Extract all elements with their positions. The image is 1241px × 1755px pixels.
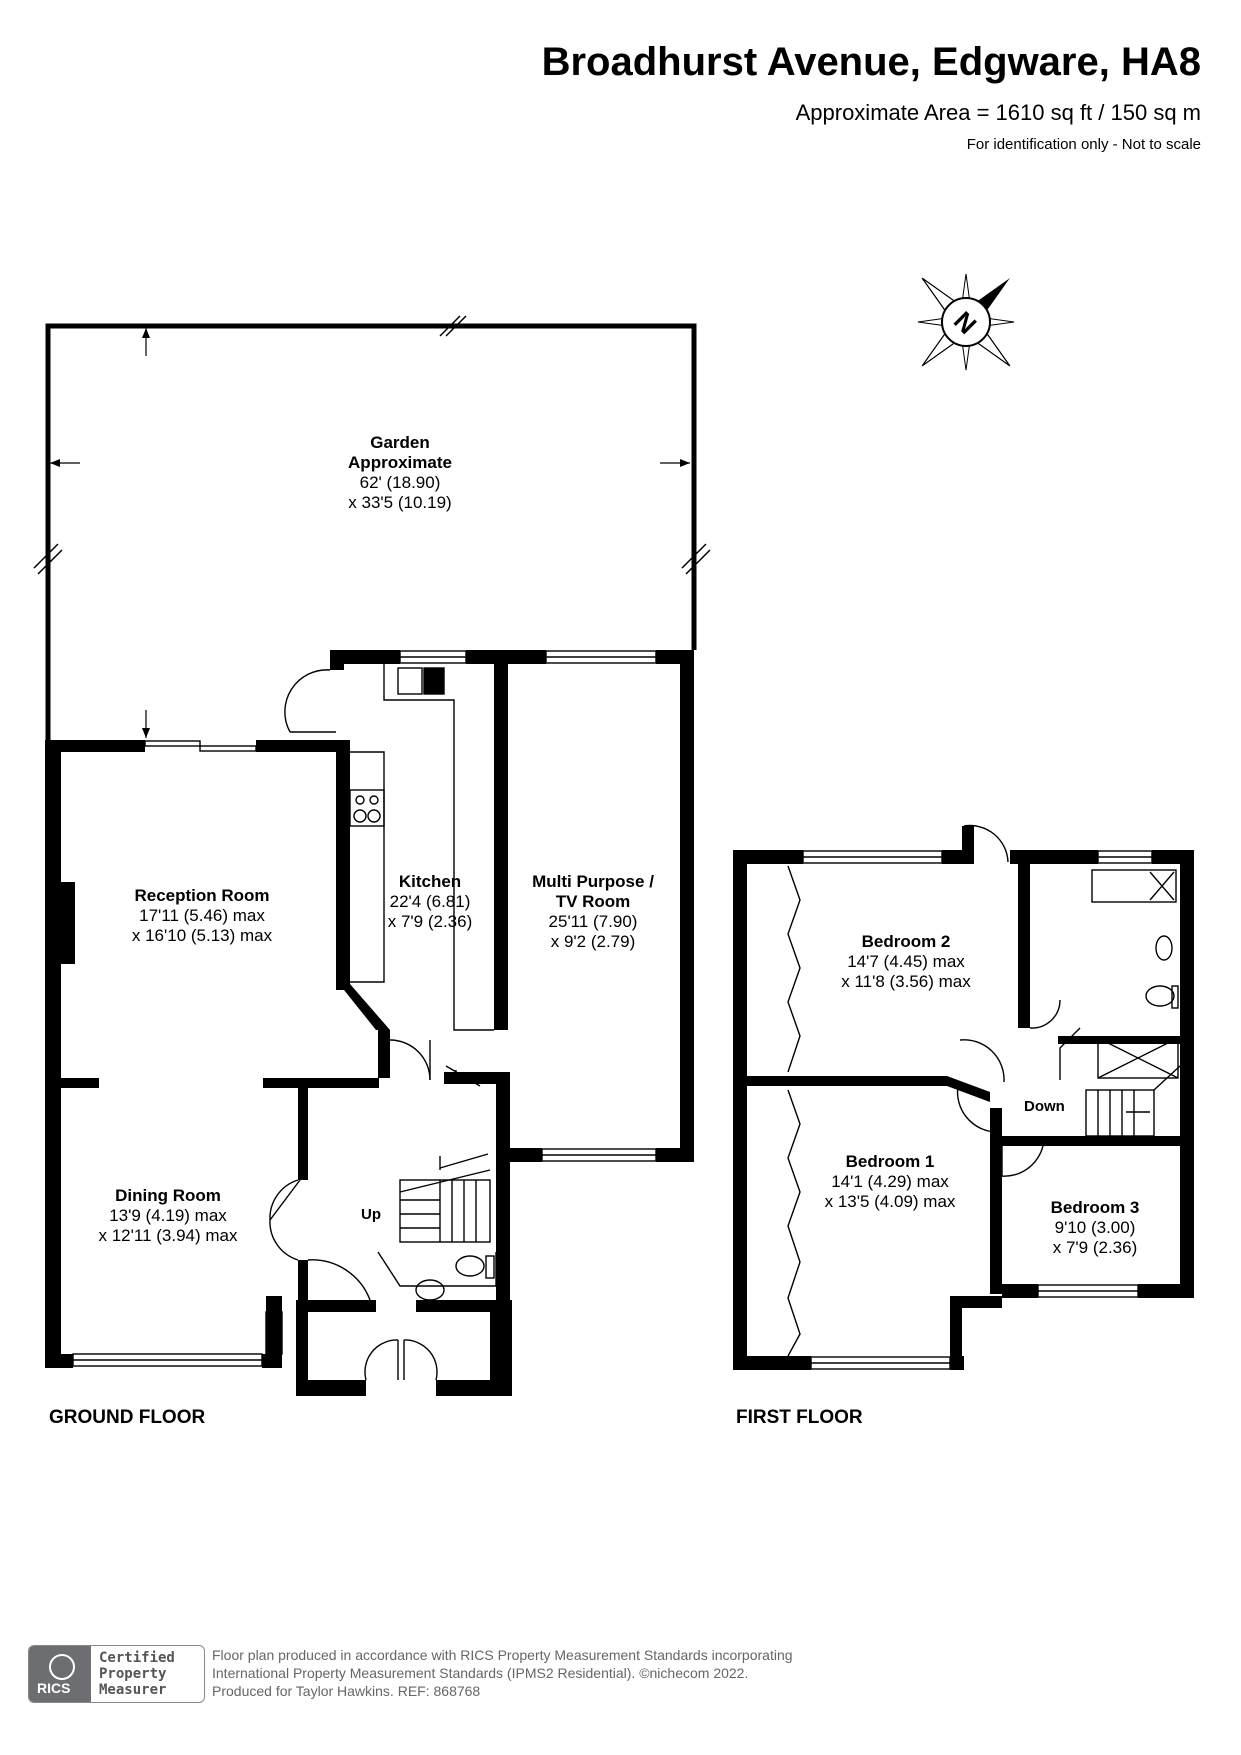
reception-room-dim-2: x 16'10 (5.13) max [131,926,273,945]
dining-room-dim-2: x 12'11 (3.94) max [98,1226,238,1245]
bedroom-2-dim-1: 14'7 (4.45) max [847,952,965,971]
multi-purpose-room-name: Multi Purpose / [532,872,654,891]
ground-floor-label: GROUND FLOOR [49,1407,206,1428]
disclaimer-note: For identification only - Not to scale [966,136,1201,153]
first-floor-fixtures [787,824,1194,1370]
bedroom-1-dim-1: 14'1 (4.29) max [831,1172,949,1191]
approximate-area: Approximate Area = 1610 sq ft / 150 sq m [795,100,1201,125]
bedroom-3-name: Bedroom 3 [1050,1198,1140,1217]
footer-line-3: Produced for Taylor Hawkins. REF: 868768 [212,1683,481,1699]
first-floor-label: FIRST FLOOR [736,1407,863,1428]
page-title: Broadhurst Avenue, Edgware, HA8 [541,40,1201,84]
multi-purpose-room-label: Multi Purpose / TV Room 25'11 (7.90) x 9… [510,872,676,952]
dining-room-dim-1: 13'9 (4.19) max [109,1206,227,1225]
garden-name: Garden [370,433,430,452]
rics-badge: RICS [29,1646,91,1702]
cert-line-2: Property [99,1666,167,1682]
bedroom-3-dim-1: 9'10 (3.00) [1054,1218,1136,1237]
cert-line-1: Certified [99,1650,175,1666]
kitchen-name: Kitchen [398,872,462,891]
kitchen-label: Kitchen 22'4 (6.81) x 7'9 (2.36) [355,872,505,932]
bedroom-1-dim-2: x 13'5 (4.09) max [824,1192,956,1211]
first-floor-walls [733,826,1194,1370]
stairs-down-label: Down [1024,1098,1065,1115]
cert-line-3: Measurer [99,1682,167,1698]
north-arrow-icon [917,273,1015,371]
multi-purpose-room-dim-2: x 9'2 (2.79) [550,932,636,951]
bedroom-3-dim-2: x 7'9 (2.36) [1052,1238,1138,1257]
stairs-up-label: Up [361,1206,381,1223]
garden-label: Garden Approximate 62' (18.90) x 33'5 (1… [275,433,525,513]
rics-text: RICS [37,1680,71,1696]
reception-room-label: Reception Room 17'11 (5.46) max x 16'10 … [102,886,302,946]
garden-outline [33,315,711,740]
garden-dim-2: x 33'5 (10.19) [348,493,452,512]
reception-room-name: Reception Room [134,886,270,905]
dining-room-name: Dining Room [115,1186,221,1205]
multi-purpose-room-name-2: TV Room [555,892,631,911]
kitchen-dim-2: x 7'9 (2.36) [387,912,473,931]
ground-floor-walls [45,650,694,1396]
bedroom-1-label: Bedroom 1 14'1 (4.29) max x 13'5 (4.09) … [790,1152,990,1212]
footer-line-2: International Property Measurement Stand… [212,1665,749,1681]
bedroom-3-label: Bedroom 3 9'10 (3.00) x 7'9 (2.36) [1020,1198,1170,1258]
rics-emblem-icon [49,1654,75,1680]
garden-dim-1: 62' (18.90) [359,473,441,492]
kitchen-dim-1: 22'4 (6.81) [389,892,471,911]
dining-room-label: Dining Room 13'9 (4.19) max x 12'11 (3.9… [70,1186,266,1246]
ground-floor-fixtures [72,650,657,1381]
bedroom-2-label: Bedroom 2 14'7 (4.45) max x 11'8 (3.56) … [806,932,1006,992]
bedroom-1-name: Bedroom 1 [845,1152,935,1171]
garden-name-2: Approximate [348,453,452,472]
reception-room-dim-1: 17'11 (5.46) max [139,906,265,925]
bedroom-2-name: Bedroom 2 [861,932,951,951]
footer-credits: Floor plan produced in accordance with R… [212,1646,793,1700]
rics-certified-logo: RICS Certified Property Measurer [28,1645,205,1703]
multi-purpose-room-dim-1: 25'11 (7.90) [548,912,638,931]
bedroom-2-dim-2: x 11'8 (3.56) max [841,972,971,991]
footer-line-1: Floor plan produced in accordance with R… [212,1647,793,1663]
certified-measurer-text: Certified Property Measurer [99,1650,175,1698]
